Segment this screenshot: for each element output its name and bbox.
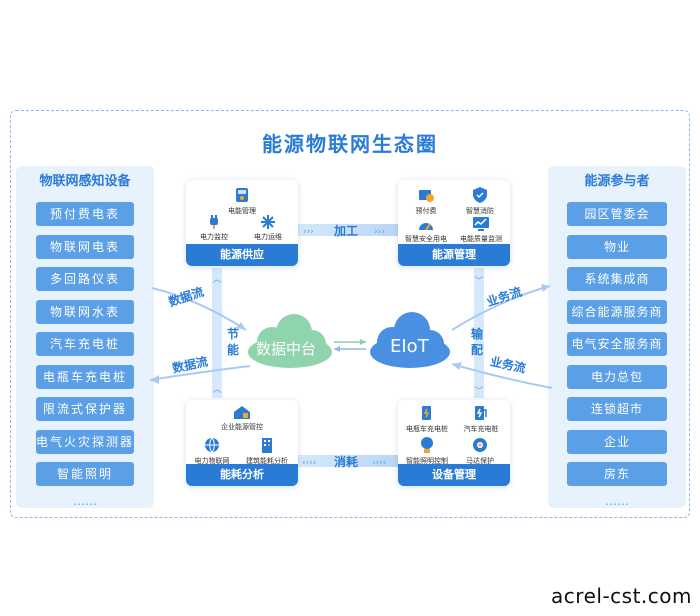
arrowhead bbox=[541, 284, 550, 292]
ebike-charger-item: 电瓶车充电桩 bbox=[400, 404, 454, 434]
charger-icon bbox=[422, 406, 431, 420]
arrow-glyphs: ︿ bbox=[212, 275, 221, 285]
participant-item: 连锁超市 bbox=[567, 397, 667, 421]
snowflake-icon bbox=[261, 215, 275, 229]
arrow-glyphs: ﹀ bbox=[474, 276, 483, 287]
meter-icon bbox=[236, 188, 248, 202]
arrow-glyphs: ››› bbox=[374, 227, 385, 237]
enterprise-energy-item: 企业能源管控 bbox=[216, 404, 268, 432]
transport-label: 输配 bbox=[470, 327, 483, 357]
arrowhead bbox=[452, 362, 462, 370]
biz-flow-out-arrow bbox=[451, 285, 551, 331]
participant-item: 物业 bbox=[567, 234, 667, 259]
shield-icon bbox=[473, 187, 487, 203]
arrow-glyphs: ‹‹‹‹ bbox=[302, 458, 316, 468]
data-flow-in-arrow bbox=[151, 287, 247, 331]
participant-item: 园区管委会 bbox=[567, 202, 667, 226]
arrow-glyphs: ‹‹‹‹ bbox=[372, 458, 386, 468]
consume-band bbox=[298, 455, 398, 467]
house-icon bbox=[234, 406, 250, 419]
device-item: 电气火灾探测器 bbox=[36, 429, 134, 454]
arrowhead bbox=[150, 375, 159, 384]
gauge-icon bbox=[419, 223, 433, 231]
motor-protection-item: 马达保护 bbox=[460, 436, 500, 466]
building-energy-item: 建筑能耗分析 bbox=[240, 436, 294, 466]
participant-item: 系统集成商 bbox=[567, 267, 667, 291]
energy-supply-label: 能源供应 bbox=[186, 244, 298, 266]
data-platform-cloud bbox=[248, 314, 332, 368]
globe-icon bbox=[205, 437, 219, 453]
arrow-glyphs: ››› bbox=[303, 227, 314, 237]
eiot-label: EIoT bbox=[390, 336, 429, 357]
plug-icon bbox=[210, 215, 218, 229]
power-iot-item: 电力物联网 bbox=[190, 436, 234, 466]
participants-heading: 能源参与者 bbox=[584, 174, 650, 189]
transport-band bbox=[474, 268, 484, 398]
smart-safety-item: 智慧安全用电 bbox=[402, 216, 450, 244]
energy-mgmt-item: 电能管理 bbox=[224, 186, 260, 216]
iot-devices-panel: 物联网感知设备 预付费电表 物联网电表 多回路仪表 物联网水表 汽车充电桩 电瓶… bbox=[16, 166, 154, 508]
iot-devices-heading: 物联网感知设备 bbox=[39, 174, 131, 189]
power-quality-item: 电能质量监测 bbox=[456, 216, 506, 244]
monitor-chart-icon bbox=[473, 217, 489, 231]
save-band bbox=[212, 268, 222, 398]
smart-fire-item: 智慧消防 bbox=[460, 186, 500, 216]
eiot-cloud bbox=[370, 312, 450, 368]
device-item: 电瓶车充电桩 bbox=[36, 364, 134, 389]
biz-flow-in-arrow bbox=[451, 363, 553, 389]
participant-item: 企业 bbox=[567, 429, 667, 454]
diagram-frame bbox=[10, 110, 690, 518]
consume-label: 消耗 bbox=[334, 455, 359, 469]
participant-item: 电力总包 bbox=[567, 364, 667, 389]
participant-item: 综合能源服务商 bbox=[567, 299, 667, 324]
participant-item: 电气安全服务商 bbox=[567, 332, 667, 356]
car-charger-item: 汽车充电桩 bbox=[456, 404, 506, 434]
device-item: 智能照明 bbox=[36, 462, 134, 486]
power-monitor-item: 电力监控 bbox=[196, 214, 232, 242]
gear-icon bbox=[473, 438, 487, 452]
consumption-analysis-box: 企业能源管控 电力物联网 建筑能耗分析 能耗分析 bbox=[186, 400, 298, 486]
prepaid-item: 预付费 bbox=[408, 186, 444, 216]
device-item: 多回路仪表 bbox=[36, 267, 134, 291]
save-label: 节能 bbox=[226, 327, 239, 357]
device-item: 预付费电表 bbox=[36, 202, 134, 226]
process-label: 加工 bbox=[334, 224, 359, 238]
equipment-management-box: 电瓶车充电桩 汽车充电桩 智能照明控制 马达保护 设备管理 bbox=[398, 400, 510, 486]
card-icon bbox=[419, 190, 434, 202]
ev-station-icon bbox=[475, 406, 487, 420]
device-item: 物联网水表 bbox=[36, 299, 134, 324]
energy-management-box: 预付费 智慧消防 智慧安全用电 电能质量监测 能源管理 bbox=[398, 180, 510, 266]
smart-lighting-item: 智能照明控制 bbox=[402, 436, 452, 466]
arrowhead bbox=[334, 346, 340, 352]
arrow-glyphs: ﹀ bbox=[474, 386, 483, 397]
energy-supply-box: 电能管理 电力监控 电力运维 能源供应 bbox=[186, 180, 298, 266]
arrowhead bbox=[236, 322, 246, 330]
more-ellipsis: …… bbox=[605, 493, 629, 508]
participant-item: 房东 bbox=[567, 462, 667, 486]
bulb-icon bbox=[421, 437, 433, 453]
building-icon bbox=[262, 438, 272, 453]
device-item: 限流式保护器 bbox=[36, 397, 134, 421]
energy-management-label: 能源管理 bbox=[398, 244, 510, 266]
site-watermark: acrel-cst.com bbox=[551, 584, 692, 608]
device-item: 汽车充电桩 bbox=[36, 332, 134, 356]
power-ops-item: 电力运维 bbox=[250, 214, 286, 242]
diagram-title: 能源物联网生态圈 bbox=[262, 132, 438, 156]
arrow-glyphs: ︿ bbox=[212, 385, 221, 395]
more-ellipsis: …… bbox=[73, 493, 97, 508]
data-flow-out-arrow bbox=[149, 365, 251, 381]
data-platform-label: 数据中台 bbox=[256, 340, 317, 358]
arrowhead bbox=[360, 339, 366, 345]
equipment-management-label: 设备管理 bbox=[398, 464, 510, 486]
consumption-analysis-label: 能耗分析 bbox=[186, 464, 298, 486]
device-item: 物联网电表 bbox=[36, 234, 134, 259]
energy-participants-panel: 能源参与者 园区管委会 物业 系统集成商 综合能源服务商 电气安全服务商 电力总… bbox=[548, 166, 686, 508]
process-band bbox=[298, 224, 398, 236]
